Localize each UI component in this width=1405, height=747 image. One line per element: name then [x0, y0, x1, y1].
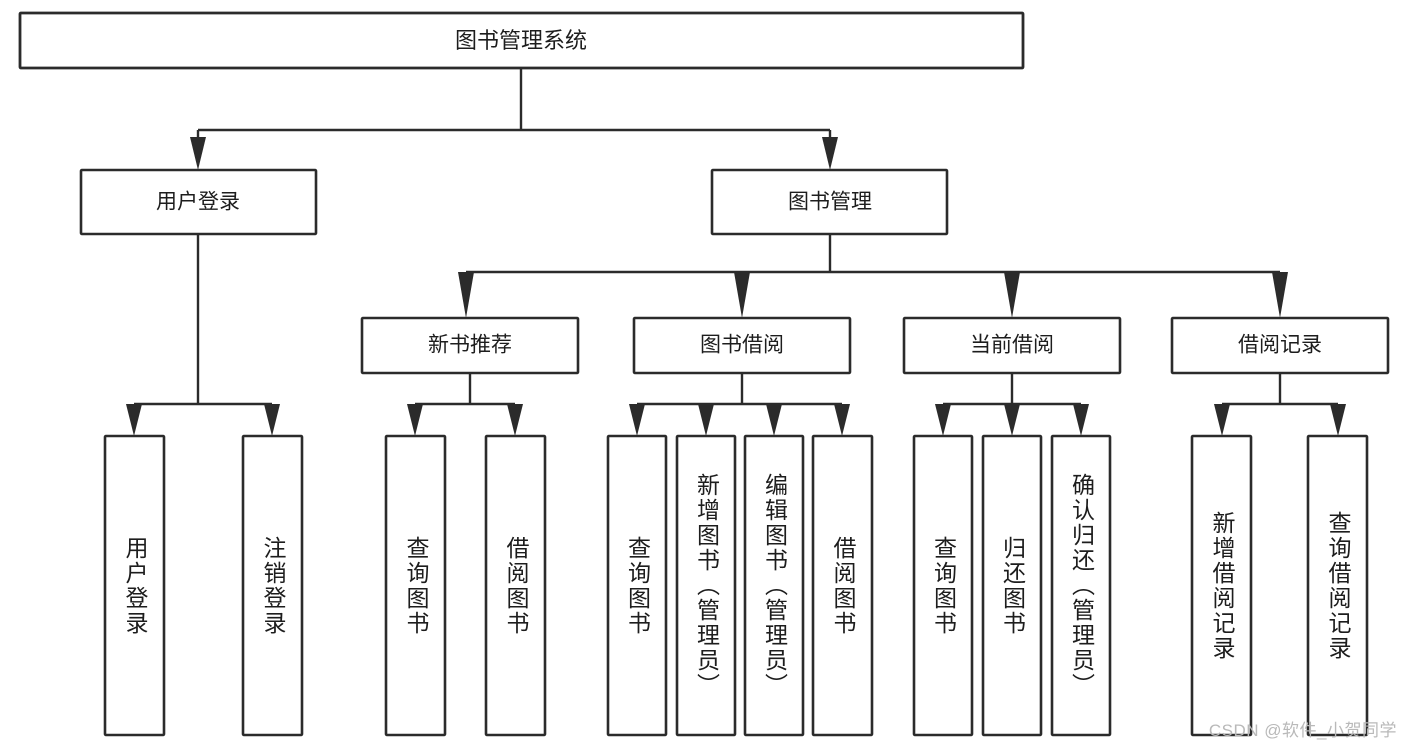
node-leaf-query-book-2-label: 查询图书: [624, 535, 651, 636]
arrow-to-leaf-borrow-book-2: [834, 404, 850, 436]
arrow-root-to-user-login: [190, 137, 206, 170]
node-leaf-borrow-book-2-label: 借阅图书: [830, 535, 856, 636]
node-leaf-query-book-3-box[interactable]: [912, 434, 974, 737]
arrow-root-to-book-management: [822, 137, 838, 170]
node-user-login[interactable]: 用户登录: [79, 168, 318, 236]
arrow-to-leaf-query-book-1: [407, 404, 423, 436]
arrow-to-leaf-add-borrow-record: [1214, 404, 1230, 436]
arrow-to-leaf-borrow-book-1: [507, 404, 523, 436]
node-leaf-borrow-book-2[interactable]: 借阅图书: [811, 434, 874, 737]
arrow-to-leaf-query-borrow-record: [1330, 404, 1346, 436]
node-leaf-logout-login[interactable]: 注销登录: [241, 434, 304, 737]
node-root-label: 图书管理系统: [455, 28, 587, 53]
arrow-to-leaf-return-book: [1004, 404, 1020, 436]
node-user-login-label: 用户登录: [156, 191, 240, 214]
node-leaf-edit-book-admin-label: 编辑图书（管理员）: [761, 473, 788, 698]
arrow-to-leaf-user-login: [126, 404, 142, 436]
arrow-to-leaf-query-book-2: [629, 404, 645, 436]
node-borrow-record[interactable]: 借阅记录: [1170, 316, 1390, 375]
node-leaf-user-login[interactable]: 用户登录: [103, 434, 166, 737]
node-leaf-query-book-1[interactable]: 查询图书: [384, 434, 447, 737]
node-current-borrow-box[interactable]: [902, 316, 1122, 375]
node-leaf-query-book-2[interactable]: 查询图书: [606, 434, 668, 737]
node-leaf-add-book-admin[interactable]: 新增图书（管理员）: [675, 434, 737, 737]
node-borrow-record-label: 借阅记录: [1238, 334, 1322, 357]
node-leaf-edit-book-admin[interactable]: 编辑图书（管理员）: [743, 434, 805, 737]
node-root[interactable]: 图书管理系统: [18, 11, 1025, 70]
node-current-borrow-label: 当前借阅: [970, 334, 1054, 357]
node-leaf-confirm-return-admin[interactable]: 确认归还（管理员）: [1050, 434, 1112, 737]
node-current-borrow[interactable]: 当前借阅: [902, 316, 1122, 375]
arrow-to-leaf-query-book-3: [935, 404, 951, 436]
node-leaf-user-login-label: 用户登录: [122, 535, 148, 636]
node-leaf-edit-book-admin-box[interactable]: [743, 434, 805, 737]
node-leaf-query-book-1-box[interactable]: [384, 434, 447, 737]
arrow-to-leaf-add-book-admin: [698, 404, 714, 436]
node-new-book-recommend[interactable]: 新书推荐: [360, 316, 580, 375]
node-book-borrow-box[interactable]: [632, 316, 852, 375]
node-book-borrow-label: 图书借阅: [700, 334, 784, 357]
node-root-box[interactable]: [18, 11, 1025, 70]
connector-group: [126, 68, 1346, 436]
node-leaf-add-borrow-record[interactable]: 新增借阅记录: [1190, 434, 1253, 737]
node-leaf-add-borrow-record-label: 新增借阅记录: [1209, 510, 1235, 661]
node-leaf-add-book-admin-label: 新增图书（管理员）: [693, 473, 720, 698]
node-leaf-query-borrow-record[interactable]: 查询借阅记录: [1306, 434, 1369, 737]
node-borrow-record-box[interactable]: [1170, 316, 1390, 375]
node-leaf-query-borrow-record-label: 查询借阅记录: [1325, 510, 1351, 661]
node-book-management-box[interactable]: [710, 168, 949, 236]
node-book-management-label: 图书管理: [788, 191, 872, 214]
node-leaf-query-book-2-box[interactable]: [606, 434, 668, 737]
node-leaf-add-book-admin-box[interactable]: [675, 434, 737, 737]
arrow-to-book-borrow: [734, 272, 750, 318]
node-leaf-return-book[interactable]: 归还图书: [981, 434, 1043, 737]
node-leaf-confirm-return-admin-label: 确认归还（管理员）: [1068, 473, 1095, 698]
arrow-to-leaf-confirm-return-admin: [1073, 404, 1089, 436]
node-leaf-user-login-box[interactable]: [103, 434, 166, 737]
node-leaf-query-book-3[interactable]: 查询图书: [912, 434, 974, 737]
node-new-book-recommend-label: 新书推荐: [428, 334, 512, 357]
node-leaf-query-borrow-record-box[interactable]: [1306, 434, 1369, 737]
node-leaf-borrow-book-1[interactable]: 借阅图书: [484, 434, 547, 737]
arrow-to-new-book-recommend: [458, 272, 474, 318]
node-leaf-return-book-box[interactable]: [981, 434, 1043, 737]
arrow-to-leaf-logout-login: [264, 404, 280, 436]
node-user-login-box[interactable]: [79, 168, 318, 236]
node-book-borrow[interactable]: 图书借阅: [632, 316, 852, 375]
node-leaf-return-book-label: 归还图书: [999, 535, 1026, 636]
node-leaf-add-borrow-record-box[interactable]: [1190, 434, 1253, 737]
arrow-to-leaf-edit-book-admin: [766, 404, 782, 436]
arrow-to-borrow-record: [1272, 272, 1288, 318]
node-leaf-borrow-book-1-box[interactable]: [484, 434, 547, 737]
node-leaf-query-book-1-label: 查询图书: [403, 535, 429, 636]
node-new-book-recommend-box[interactable]: [360, 316, 580, 375]
node-leaf-query-book-3-label: 查询图书: [930, 535, 957, 636]
node-leaf-confirm-return-admin-box[interactable]: [1050, 434, 1112, 737]
node-leaf-borrow-book-1-label: 借阅图书: [503, 535, 529, 636]
node-leaf-logout-login-box[interactable]: [241, 434, 304, 737]
node-book-management[interactable]: 图书管理: [710, 168, 949, 236]
node-leaf-logout-login-label: 注销登录: [260, 535, 286, 636]
arrow-to-current-borrow: [1004, 272, 1020, 318]
node-leaf-borrow-book-2-box[interactable]: [811, 434, 874, 737]
